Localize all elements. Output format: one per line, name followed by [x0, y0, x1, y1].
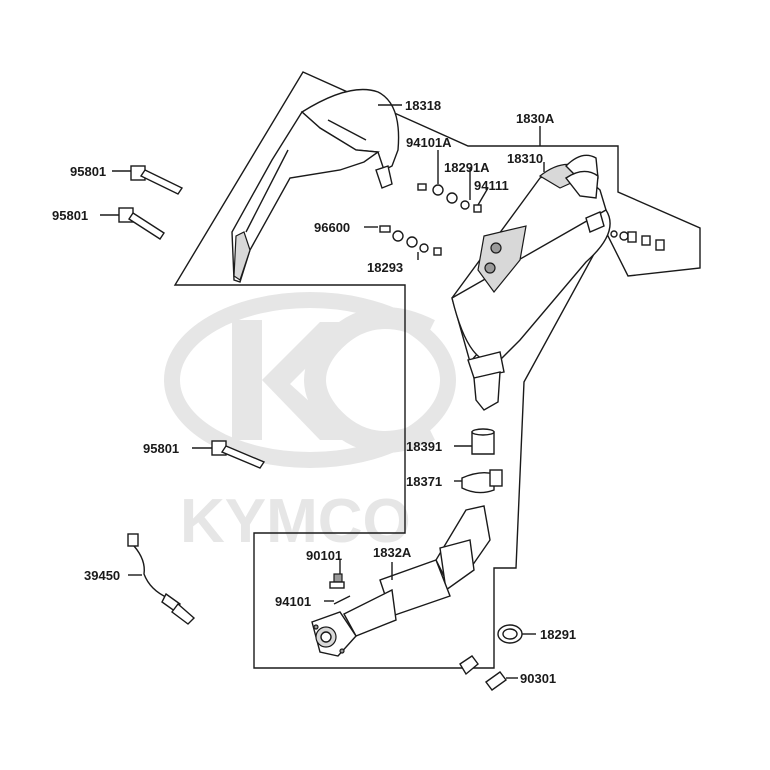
heat-shield-18318	[231, 88, 400, 283]
label-94111: 94111	[474, 178, 509, 193]
label-18391: 18391	[406, 439, 442, 454]
bolt-95801-b	[118, 207, 165, 240]
muffler-18310	[451, 154, 611, 411]
label-90101: 90101	[306, 548, 342, 563]
muffler-mount-hardware	[610, 230, 665, 251]
bolt-95801-c	[211, 440, 266, 469]
gasket-18291	[497, 624, 523, 644]
gasket-18391	[471, 428, 495, 455]
bolt-95801-a	[130, 165, 184, 195]
exhaust-pipe-1832A	[311, 505, 491, 657]
leader-lines	[100, 104, 545, 679]
clamp-18371	[461, 469, 503, 494]
label-95801-b: 95801	[52, 208, 88, 223]
label-94101A: 94101A	[406, 135, 452, 150]
shield-fasteners	[379, 183, 482, 256]
label-95801-c: 95801	[143, 441, 179, 456]
label-1830A: 1830A	[516, 111, 555, 126]
label-1832A: 1832A	[373, 545, 412, 560]
label-18318: 18318	[405, 98, 441, 113]
label-94101: 94101	[275, 594, 311, 609]
label-18291: 18291	[540, 627, 576, 642]
assembly-group-outline	[173, 71, 701, 669]
nut-90301-b	[485, 671, 507, 691]
stud-90101	[329, 573, 345, 589]
label-96600: 96600	[314, 220, 350, 235]
nut-90301-a	[459, 655, 479, 676]
watermark-brand-text: KYMCO	[180, 487, 411, 556]
label-95801-a: 95801	[70, 164, 106, 179]
label-18293: 18293	[367, 260, 403, 275]
label-18310: 18310	[507, 151, 543, 166]
label-18371: 18371	[406, 474, 442, 489]
label-39450: 39450	[84, 568, 120, 583]
oxygen-sensor-39450	[127, 533, 196, 625]
washer-94101	[333, 595, 351, 605]
kymco-logo-watermark: KYMCO	[164, 292, 456, 556]
label-90301: 90301	[520, 671, 556, 686]
label-18291A: 18291A	[444, 160, 490, 175]
